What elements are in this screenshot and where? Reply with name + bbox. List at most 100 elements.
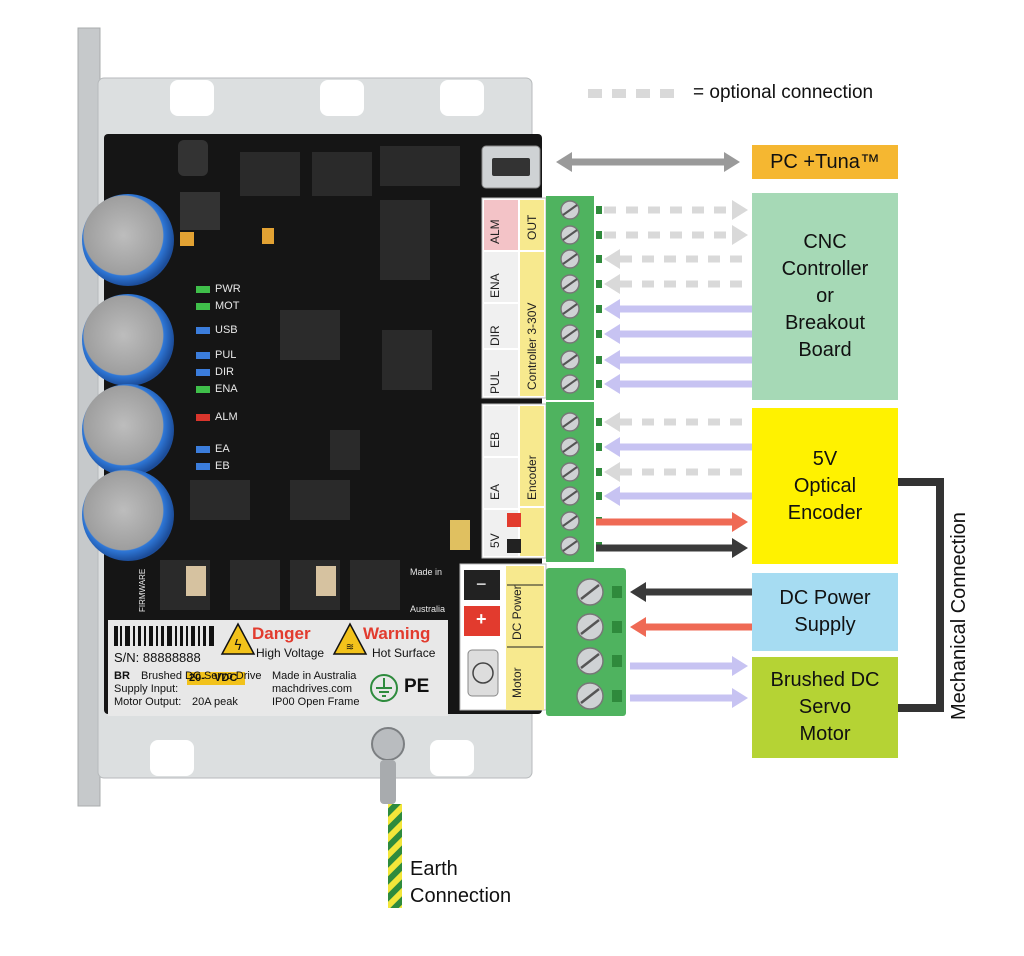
alm-label: ALM	[488, 219, 502, 244]
earth-connection-label: Earth Connection	[410, 856, 511, 910]
out-label: OUT	[525, 214, 539, 240]
pcb-board	[104, 134, 542, 714]
hot-surface-icon	[332, 622, 368, 655]
warning-sub-label: Hot Surface	[372, 646, 436, 660]
cnc-line-3: or	[816, 285, 834, 307]
pul-label: PUL	[488, 370, 502, 394]
motor-output-label: Motor Output:	[114, 696, 182, 708]
motor-line-3: Motor	[799, 723, 851, 745]
barcode	[114, 626, 214, 646]
serial-number: S/N: 88888888	[114, 650, 201, 665]
encoder-terminal-label: Encoder	[525, 455, 539, 500]
motor-a-arrow	[630, 656, 748, 676]
led-pul	[196, 352, 210, 359]
model-code: BR	[114, 670, 130, 682]
encoder-5v-minus-arrow	[596, 538, 748, 558]
earth-wire	[388, 804, 402, 908]
encoder-line-3: Encoder	[787, 501, 863, 524]
cnc-line-4: Breakout	[784, 312, 866, 334]
led-label-eb: EB	[215, 460, 230, 472]
pe-label: PE	[404, 676, 430, 697]
eb-minus-arrow	[604, 412, 748, 432]
terminal-screws	[560, 200, 602, 556]
signal-terminal-block	[481, 196, 594, 562]
led-label-usb: USB	[215, 324, 238, 336]
led-dir	[196, 369, 210, 376]
ena-minus-arrow	[604, 249, 748, 269]
model-description: Brushed DC Servo Drive	[141, 670, 262, 682]
danger-label: Danger	[252, 624, 311, 643]
status-leds	[196, 286, 210, 470]
australia-label: Australia	[410, 604, 446, 614]
capacitors	[82, 194, 174, 561]
encoder-line-1: 5V	[812, 447, 838, 470]
motor-line-2: Servo	[798, 696, 852, 718]
dc-plus-sign: +	[476, 609, 487, 629]
motor-output-value: 20A peak	[192, 696, 238, 708]
plus-marker-icon	[507, 513, 521, 527]
power-supply-box: DC Power Supply	[752, 573, 898, 651]
legend-dash-symbol	[588, 89, 674, 98]
power-supply-box-bg	[752, 573, 898, 651]
cnc-controller-box: CNC Controller or Breakout Board	[752, 193, 898, 400]
pc-tuna-label: PC +Tuna™	[770, 150, 880, 173]
ip-rating: IP00 Open Frame	[272, 696, 360, 708]
motor-terminal-label: Motor	[510, 667, 524, 698]
made-in-australia: Made in Australia	[272, 670, 357, 682]
encoder-line-2: Optical	[793, 474, 857, 497]
cnc-line-1: CNC	[803, 231, 847, 253]
led-ena	[196, 386, 210, 393]
led-alm	[196, 414, 210, 421]
cnc-controller-box-bg	[752, 193, 898, 400]
alm-plus-arrow	[604, 225, 748, 245]
power-line-2: Supply	[794, 614, 856, 636]
website: machdrives.com	[272, 683, 353, 695]
cnc-line-5: Board	[798, 339, 852, 361]
led-label-ena: ENA	[215, 383, 238, 395]
pul-plus-arrow	[604, 374, 752, 394]
controller-label: Controller 3-30V	[525, 302, 539, 390]
high-voltage-icon	[220, 622, 256, 655]
motor-box: Brushed DC Servo Motor	[752, 657, 898, 758]
power-minus-arrow	[630, 582, 752, 602]
dc-minus-sign: −	[476, 574, 487, 594]
motor-line-1: Brushed DC	[770, 669, 880, 691]
led-mot	[196, 303, 210, 310]
led-eb	[196, 463, 210, 470]
led-label-pwr: PWR	[215, 283, 241, 295]
minus-marker-icon	[507, 539, 521, 553]
cnc-line-2: Controller	[781, 258, 869, 280]
dir-label: DIR	[488, 325, 502, 346]
motor-symbol-icon	[467, 649, 499, 697]
label-sticker: ϟ ≋	[108, 620, 448, 716]
ena-label: ENA	[488, 273, 502, 298]
legend-label: = optional connection	[693, 82, 874, 103]
pc-tuna-box: PC +Tuna™	[752, 145, 898, 179]
svg-text:ϟ: ϟ	[233, 638, 242, 654]
usb-pc-arrow	[556, 152, 740, 172]
encoder-5v-plus-arrow	[596, 512, 748, 532]
5v-label: 5V	[488, 533, 502, 548]
pul-minus-arrow	[604, 350, 752, 370]
warning-label: Warning	[363, 624, 431, 643]
svg-text:≋: ≋	[346, 642, 354, 653]
led-label-alm: ALM	[215, 411, 238, 423]
pc-tuna-box-bg	[752, 145, 898, 179]
encoder-box: 5V Optical Encoder	[752, 408, 898, 564]
ea-minus-arrow	[604, 462, 748, 482]
led-label-mot: MOT	[215, 300, 240, 312]
eb-label: EB	[488, 431, 502, 448]
power-terminal-block	[459, 563, 626, 716]
power-line-1: DC Power	[779, 587, 871, 609]
eb-plus-arrow	[604, 437, 752, 457]
dir-plus-arrow	[604, 324, 752, 344]
led-pwr	[196, 286, 210, 293]
encoder-box-bg	[752, 408, 898, 564]
mechanical-connection-bracket	[898, 478, 944, 712]
supply-input-label: Supply Input:	[114, 683, 179, 695]
earth-stud	[371, 727, 405, 908]
earth-line-1: Earth	[410, 858, 458, 880]
led-ea	[196, 446, 210, 453]
led-label-ea: EA	[215, 443, 230, 455]
